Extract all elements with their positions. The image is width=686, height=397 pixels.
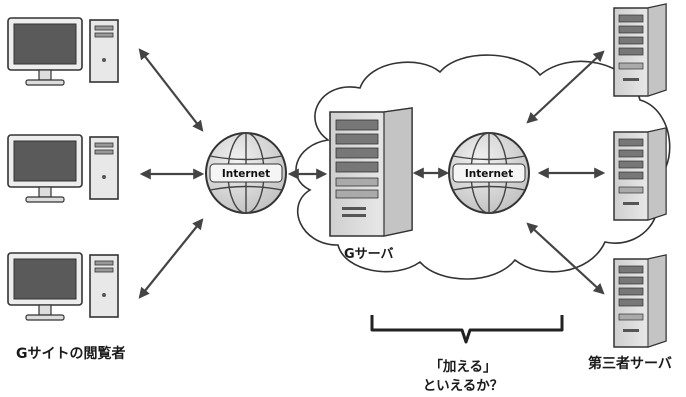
arrow-top-computer xyxy=(138,48,204,132)
arrow-globe-to-third-bottom xyxy=(526,222,605,295)
third-party-server-icon xyxy=(613,254,667,348)
g-server-label: Gサーバ xyxy=(344,247,394,262)
arrow-connectors xyxy=(138,48,606,299)
viewers-label: Gサイトの閲覧者 xyxy=(16,346,126,362)
g-server-icon xyxy=(329,107,413,237)
computer-icon xyxy=(7,17,119,86)
third-party-server-icon xyxy=(613,3,667,97)
globe-icon: Internet xyxy=(448,132,530,214)
computer-icon xyxy=(7,252,119,321)
question-line-1: 「加える」 xyxy=(429,359,497,375)
globe-icon: Internet xyxy=(205,132,287,214)
computer-icon xyxy=(7,134,119,203)
arrow-bottom-computer xyxy=(138,218,204,299)
bracket-icon xyxy=(370,315,564,344)
globe-left-label: Internet xyxy=(222,168,270,180)
arrow-globe-to-third-top xyxy=(526,50,605,124)
question-line-2: といえるか？ xyxy=(422,378,504,394)
third-party-server-label: 第三者サーバ xyxy=(588,356,672,372)
third-party-server-icon xyxy=(613,127,667,221)
globe-right-label: Internet xyxy=(465,168,513,180)
question-label: 「加える」 といえるか？ xyxy=(404,358,522,396)
